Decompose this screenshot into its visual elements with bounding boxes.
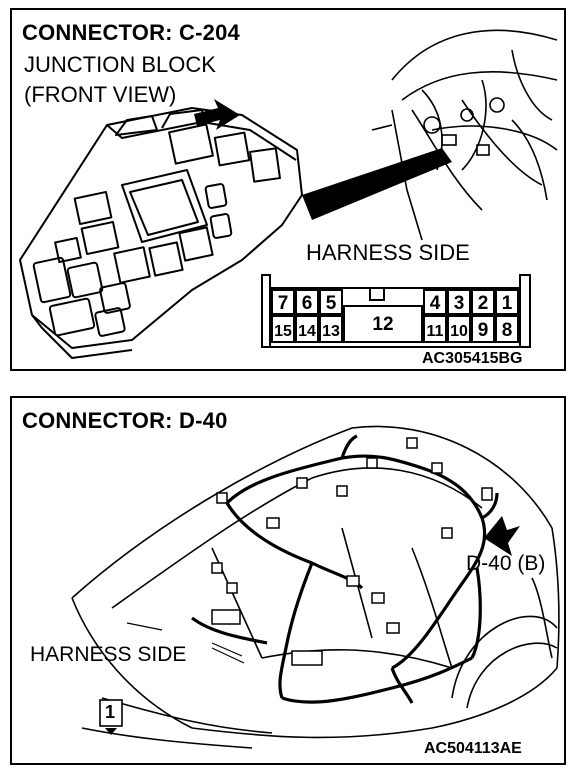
pin-14: 14 (298, 323, 316, 340)
page-tab-number: 1 (105, 702, 116, 722)
pin-11: 11 (427, 323, 444, 340)
pin-1: 1 (502, 293, 513, 314)
harness-side-label: HARNESS SIDE (306, 240, 470, 265)
pin-6: 6 (302, 293, 313, 314)
figure-code: AC305415BG (422, 350, 523, 367)
connector-d40-panel: CONNECTOR: D-40 (10, 396, 566, 765)
harness-side-label: HARNESS SIDE (30, 643, 187, 666)
panel-title: CONNECTOR: C-204 (22, 20, 240, 45)
pin-2: 2 (478, 293, 489, 314)
pin-15: 15 (274, 323, 292, 340)
pin-7: 7 (278, 293, 289, 314)
arrow-icon (194, 99, 240, 130)
subtitle-junction-block: JUNCTION BLOCK (24, 52, 216, 77)
connector-c204-panel: CONNECTOR: C-204 JUNCTION BLOCK (FRONT V… (10, 8, 566, 371)
subtitle-front-view: (FRONT VIEW) (24, 82, 177, 107)
pin-13: 13 (322, 323, 340, 340)
pin-8: 8 (502, 320, 513, 341)
pin-4: 4 (430, 293, 441, 314)
pin-5: 5 (326, 293, 337, 314)
connector-label-d40: D-40 (B) (466, 552, 546, 575)
pin-9: 9 (478, 320, 489, 341)
junction-block-diagram (19, 29, 558, 359)
connector-c204-face: 7 6 5 4 3 2 1 15 14 13 12 11 10 9 8 (261, 274, 531, 348)
pin-3: 3 (454, 293, 465, 314)
page-tab-icon (99, 699, 123, 735)
pin-12: 12 (372, 314, 393, 335)
pin-10: 10 (450, 323, 468, 340)
panel-title: CONNECTOR: D-40 (22, 408, 228, 433)
figure-code: AC504113AE (424, 740, 522, 757)
vehicle-harness-diagram (71, 425, 560, 749)
